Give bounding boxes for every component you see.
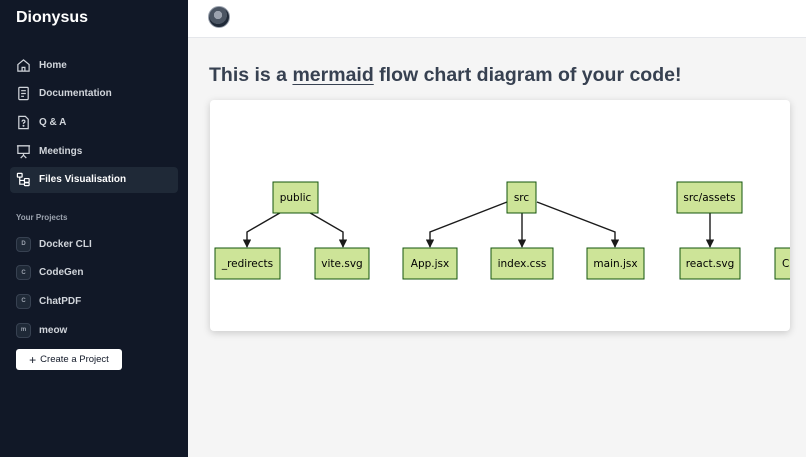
node-vite-svg: vite.svg bbox=[314, 247, 370, 280]
plus-icon: + bbox=[29, 352, 37, 367]
document-icon bbox=[18, 86, 29, 101]
node-src-assets: src/assets bbox=[676, 181, 743, 214]
flowchart-svg: public src src/assets _redirects vite.sv… bbox=[214, 181, 790, 280]
node-label: App.jsx bbox=[411, 258, 449, 270]
node-clipped: Ca bbox=[774, 247, 790, 280]
sidebar-item-label: Home bbox=[39, 59, 67, 71]
sidebar-item-documentation[interactable]: Documentation bbox=[10, 81, 178, 107]
project-badge: C bbox=[16, 293, 31, 309]
project-item-codegen[interactable]: C CodeGen bbox=[10, 261, 178, 285]
create-project-label: Create a Project bbox=[40, 354, 109, 365]
node-label: src bbox=[514, 192, 530, 204]
tree-structure-icon bbox=[16, 173, 30, 187]
node-react-svg: react.svg bbox=[679, 247, 741, 280]
projects-section-label: Your Projects bbox=[16, 213, 68, 222]
node-label: src/assets bbox=[683, 192, 735, 204]
sidebar: Dionysus Home Documentation Q & A Meetin… bbox=[0, 0, 188, 457]
sidebar-item-meetings[interactable]: Meetings bbox=[10, 138, 178, 164]
sidebar-item-label: Files Visualisation bbox=[39, 174, 127, 186]
sidebar-item-label: Q & A bbox=[39, 116, 67, 128]
node-public: public bbox=[272, 181, 319, 214]
node-index-css: index.css bbox=[490, 247, 554, 280]
title-prefix: This is a bbox=[209, 64, 293, 86]
edge-public-redirects bbox=[242, 209, 286, 248]
edge-src-app bbox=[425, 201, 508, 248]
user-avatar-icon[interactable] bbox=[208, 6, 230, 28]
project-label: CodeGen bbox=[39, 267, 84, 279]
node-main-jsx: main.jsx bbox=[586, 247, 645, 280]
question-file-icon bbox=[18, 115, 29, 130]
project-item-meow[interactable]: m meow bbox=[10, 318, 178, 342]
page-title: This is a mermaid flow chart diagram of … bbox=[209, 64, 681, 87]
project-badge: D bbox=[16, 236, 31, 252]
sidebar-item-files-visualisation[interactable]: Files Visualisation bbox=[10, 166, 178, 193]
edge-public-vite bbox=[304, 209, 348, 248]
node-label: public bbox=[280, 192, 312, 204]
project-label: meow bbox=[39, 324, 68, 336]
create-project-button[interactable]: + Create a Project bbox=[16, 349, 122, 370]
mermaid-link[interactable]: mermaid bbox=[292, 64, 374, 86]
node-label: vite.svg bbox=[321, 258, 362, 270]
project-label: ChatPDF bbox=[39, 295, 82, 307]
diagram-card: public src src/assets _redirects vite.sv… bbox=[210, 100, 790, 331]
sidebar-item-home[interactable]: Home bbox=[10, 52, 178, 78]
project-label: Docker CLI bbox=[39, 238, 92, 250]
node-label: react.svg bbox=[686, 258, 735, 270]
sidebar-nav: Home Documentation Q & A Meetings Files … bbox=[10, 52, 178, 195]
project-badge: C bbox=[16, 265, 31, 281]
brand-title[interactable]: Dionysus bbox=[16, 9, 89, 26]
node-app-jsx: App.jsx bbox=[402, 247, 458, 280]
node-label: _redirects bbox=[221, 258, 273, 270]
presentation-icon bbox=[16, 144, 31, 159]
edge-src-main bbox=[536, 201, 620, 248]
node-redirects: _redirects bbox=[214, 247, 281, 280]
sidebar-item-label: Meetings bbox=[39, 145, 83, 157]
project-list: D Docker CLI C CodeGen C ChatPDF m meow bbox=[10, 232, 178, 347]
node-label: Ca bbox=[782, 258, 790, 270]
project-badge: m bbox=[16, 322, 31, 338]
project-item-docker-cli[interactable]: D Docker CLI bbox=[10, 232, 178, 256]
sidebar-item-label: Documentation bbox=[39, 88, 112, 100]
node-label: main.jsx bbox=[593, 258, 637, 270]
home-icon bbox=[17, 58, 30, 72]
top-bar bbox=[188, 0, 806, 38]
sidebar-item-qa[interactable]: Q & A bbox=[10, 109, 178, 135]
node-src: src bbox=[506, 181, 537, 214]
node-label: index.css bbox=[498, 258, 547, 270]
title-suffix: flow chart diagram of your code! bbox=[373, 64, 682, 86]
project-item-chatpdf[interactable]: C ChatPDF bbox=[10, 289, 178, 313]
